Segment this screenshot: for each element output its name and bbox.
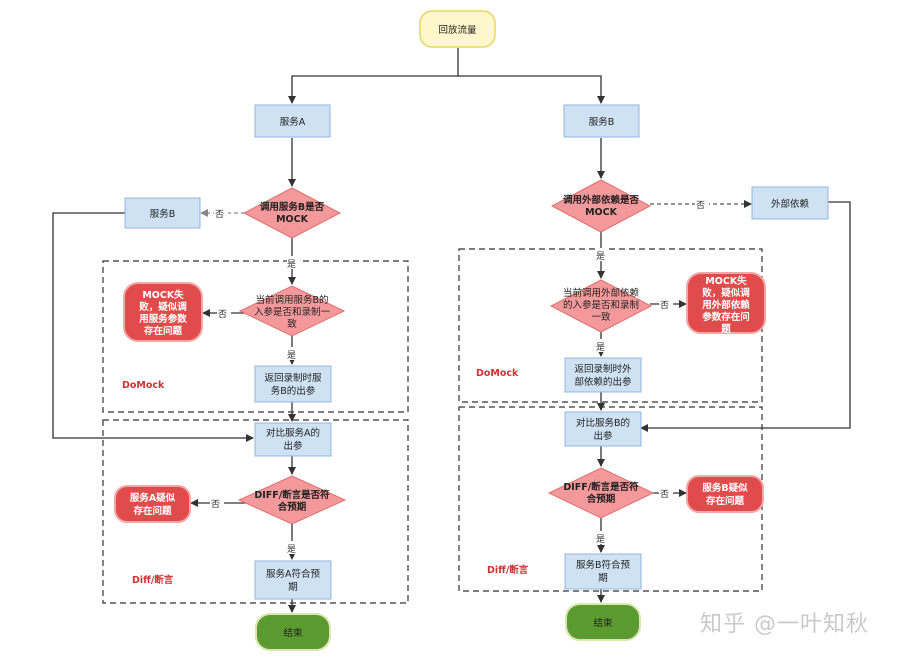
svg-text:参数存在问: 参数存在问 [701,311,750,323]
svg-text:服务B符合预: 服务B符合预 [576,559,631,571]
edge-label-no: 否 [660,300,669,311]
edge-label-yes: 是 [596,251,605,262]
group-domock-b [458,248,763,403]
group-label-diff-a: Diff/断言 [132,574,174,586]
decision-params-external: 当前调用外部依赖 的入参是否和录制 一致 [549,279,653,333]
end-node-a: 结束 [255,613,331,651]
svg-text:返回录制时服: 返回录制时服 [264,372,322,384]
svg-text:致: 致 [287,318,297,330]
svg-text:存在问题: 存在问题 [143,325,183,337]
edge-label-yes: 是 [287,259,296,270]
process-return-recorded-ext: 返回录制时外 部依赖的出参 [564,357,642,393]
process-return-recorded-b: 返回录制时服 务B的出参 [254,365,332,403]
edge-label-yes: 是 [287,350,296,361]
decision-diff-b: DIFF/断言是否符 合预期 [547,467,655,519]
process-service-a: 服务A [254,104,331,138]
svg-text:合预期: 合预期 [278,501,307,513]
svg-text:题: 题 [721,323,731,335]
svg-text:调用服务B是否: 调用服务B是否 [260,201,325,213]
edge-label-no: 否 [211,499,220,510]
group-label-domock-b: DoMock [476,368,519,379]
svg-text:服务A: 服务A [280,116,306,128]
fail-service-a: 服务A疑似 存在问题 [114,485,191,523]
edge-label-no: 否 [215,209,224,220]
process-compare-a: 对比服务A的 出参 [254,422,332,457]
fail-mock-a: MOCK失 败，疑似调 用服务参数 存在问题 [123,282,203,342]
process-ok-a: 服务A符合预 期 [254,560,332,600]
edge-label-no: 否 [660,489,669,500]
svg-text:期: 期 [598,573,608,584]
process-ok-b: 服务B符合预 期 [564,553,642,590]
svg-text:败，疑似调: 败，疑似调 [139,301,187,313]
svg-text:回放流量: 回放流量 [438,24,477,36]
edge-labels: 否 是 否 是 否 是 否 是 否 是 否 是 [210,198,709,555]
process-service-b-left: 服务B [124,197,201,229]
svg-text:服务B: 服务B [589,116,615,128]
decision-params-service-b: 当前调用服务B的 入参是否和录制一 致 [238,285,346,337]
svg-text:当前调用服务B的: 当前调用服务B的 [255,294,328,306]
svg-text:MOCK失: MOCK失 [142,289,184,301]
svg-text:部依赖的出参: 部依赖的出参 [574,376,632,388]
svg-text:MOCK: MOCK [276,214,309,225]
svg-text:服务B疑似: 服务B疑似 [702,482,748,494]
svg-text:合预期: 合预期 [587,493,616,505]
svg-text:返回录制时外: 返回录制时外 [574,363,632,375]
svg-text:结束: 结束 [283,627,303,639]
process-external-dependency: 外部依赖 [751,186,829,220]
svg-text:期: 期 [288,582,298,593]
svg-text:MOCK: MOCK [585,207,618,218]
svg-text:存在问题: 存在问题 [132,505,172,517]
decision-mock-service-b: 调用服务B是否 MOCK [242,187,342,239]
svg-text:一致: 一致 [591,311,611,323]
watermark: 知乎 @一叶知秋 [700,612,869,637]
svg-text:出参: 出参 [283,440,303,452]
edge-label-no: 否 [696,200,705,211]
svg-text:外部依赖: 外部依赖 [771,198,810,210]
svg-text:DIFF/断言是否符: DIFF/断言是否符 [563,481,639,493]
svg-text:出参: 出参 [593,430,613,442]
edge-label-yes: 是 [596,534,605,545]
process-compare-b: 对比服务B的 出参 [564,411,642,447]
svg-text:对比服务B的: 对比服务B的 [576,417,630,429]
group-label-diff-b: Diff/断言 [487,564,529,576]
edge-label-no: 否 [218,309,227,320]
svg-text:调用外部依赖是否: 调用外部依赖是否 [563,194,640,206]
svg-text:结束: 结束 [593,617,613,629]
svg-text:DIFF/断言是否符: DIFF/断言是否符 [254,489,330,501]
start-node: 回放流量 [419,10,496,48]
svg-text:服务A符合预: 服务A符合预 [266,568,320,580]
group-diff-a [102,419,409,604]
decision-diff-a: DIFF/断言是否符 合预期 [237,475,347,525]
edge-label-yes: 是 [287,544,296,555]
svg-text:对比服务A的: 对比服务A的 [266,427,320,439]
svg-text:用外部依赖: 用外部依赖 [701,299,750,311]
svg-text:服务A疑似: 服务A疑似 [130,492,176,504]
svg-text:败，疑似调: 败，疑似调 [702,287,750,299]
svg-text:MOCK失: MOCK失 [705,275,747,287]
svg-text:的入参是否和录制: 的入参是否和录制 [563,299,639,311]
svg-text:当前调用外部依赖: 当前调用外部依赖 [563,287,640,299]
process-service-b: 服务B [563,104,640,138]
svg-text:务B的出参: 务B的出参 [271,385,316,397]
fail-mock-b: MOCK失 败，疑似调 用外部依赖 参数存在问 题 [686,272,766,335]
fail-service-b: 服务B疑似 存在问题 [686,475,764,513]
svg-text:入参是否和录制一: 入参是否和录制一 [254,306,331,318]
svg-text:用服务参数: 用服务参数 [138,313,187,325]
svg-text:存在问题: 存在问题 [705,495,745,507]
edge-label-yes: 是 [596,342,605,353]
group-domock-a [102,260,409,413]
end-node-b: 结束 [565,603,641,641]
group-label-domock-a: DoMock [122,380,165,391]
decision-mock-external: 调用外部依赖是否 MOCK [550,179,652,233]
svg-text:服务B: 服务B [150,208,176,220]
